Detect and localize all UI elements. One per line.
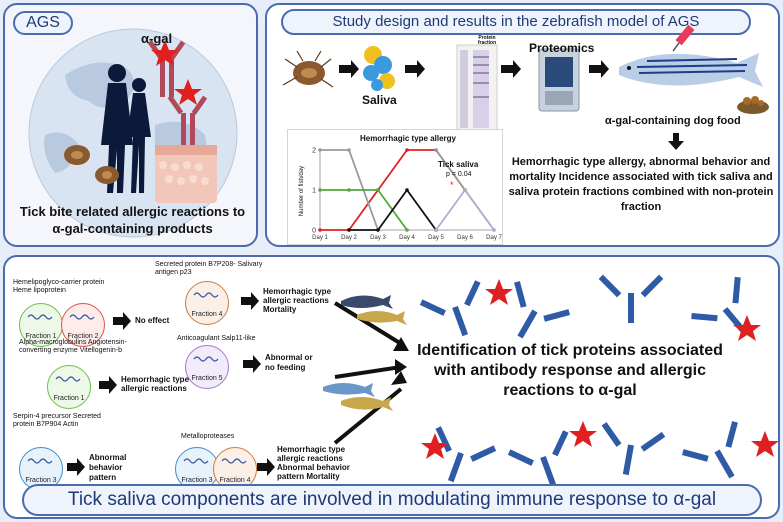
hemorrhagic-text-1: Hemorrhagic type allergic reactions [121,375,190,393]
ags-caption: Tick bite related allergic reactions to … [19,204,246,236]
x-tick-label: Day 4 [399,235,415,241]
alpha-gal-icon [151,40,179,66]
tick-icon [64,145,119,184]
no-effect-text: No effect [135,316,170,325]
fraction-1-label: Fraction 1 [25,333,57,340]
skin-icon [155,145,217,203]
x-tick-label: Day 6 [457,235,473,241]
proteomics-label: Proteomics [529,41,595,55]
identification-text: Identification of tick proteins associat… [417,342,723,399]
fraction-4-label: Fraction 4 [219,477,251,484]
series-point-4 [347,228,351,232]
series-point-5 [492,228,496,232]
series-point-0 [405,148,409,152]
syringe-icon [672,24,695,52]
fraction-4-circle: Fraction 4 [185,281,229,325]
metallo-title: Metalloproteases [181,433,235,440]
fraction-3-label: Fraction 3 [25,477,57,484]
fraction-1-label: Fraction 1 [53,395,85,402]
y-tick-label: 0 [312,228,316,235]
alpha-macro-title: Alpha-macroglobulins Angiotensin-convert… [19,339,127,354]
significance-marker: * [450,180,454,190]
antibody-icons [419,274,747,487]
study-flow [282,24,769,150]
footer-banner: Tick saliva components are involved in m… [22,484,762,516]
series-point-5 [434,228,438,232]
series-point-3 [405,228,409,232]
chart-annotation: Tick saliva [438,160,479,169]
abnormal-feeding-text: Abnormal or no feeding [265,353,313,372]
series-point-1 [318,148,322,152]
fraction-4-label: Fraction 4 [191,311,223,318]
series-point-5 [463,188,467,192]
hemorrhagic-mortality-text: Hemorrhagic type allergic reactions Mort… [263,287,332,314]
series-point-2 [434,148,438,152]
results-text: Hemorrhagic type allergy, abnormal behav… [508,156,774,213]
couple-silhouette-icon [101,64,151,193]
alpha-gal-icon [174,79,202,105]
series-line-4 [349,188,437,231]
chart-title: Hemorrhagic type allergy [359,134,457,143]
dog-food-icon [737,96,769,114]
series-point-0 [318,228,322,232]
mass-spectrometer-icon [538,48,580,112]
secreted-title: Secreted protein B7P208- Salivary antige… [155,261,263,276]
zebrafish-icon [619,53,763,87]
y-tick-label: 2 [312,148,316,155]
y-tick-label: 1 [312,188,316,195]
x-tick-label: Day 7 [486,235,502,241]
x-tick-label: Day 3 [370,235,386,241]
hemorrhagic-all-text: Hemorrhagic type allergic reactions Abno… [277,445,350,481]
zebrafish-icon [323,295,407,411]
fractions-panel: Fraction 1 Fraction 2 Fraction 1 Fractio… [3,255,780,519]
anticoagulant-title: Anticoagulant Salp11-like [177,335,256,342]
series-point-3 [376,188,380,192]
abnormal-behavior-text: Abnormal behavior pattern [89,453,127,482]
ags-title: AGS [13,11,73,35]
tick-icon [282,50,334,88]
study-title: Study design and results in the zebrafis… [281,9,751,35]
saliva-label: Saliva [362,93,397,107]
alpha-gal-icons [421,279,779,459]
series-point-3 [318,188,322,192]
series-point-4 [376,228,380,232]
series-line-5 [435,188,495,231]
chart-ylabel: Number of fish/day [299,165,305,217]
hemelipo-title: Hemelipoglyco-carrier protein Heme lipop… [13,279,105,294]
alpha-gal-label: α-gal [141,31,173,46]
fraction-2-circle: Fraction 2 [61,303,105,347]
fraction-1-circle: Fraction 1 [47,365,91,409]
gel-header: Protein fraction [477,35,497,46]
fraction-2-label: Fraction 2 [67,333,99,340]
series-point-1 [347,148,351,152]
series-point-4 [405,188,409,192]
x-tick-label: Day 5 [428,235,444,241]
study-panel: Study design and results in the zebrafis… [265,3,780,247]
fraction-5-label: Fraction 5 [191,375,223,382]
series-point-3 [347,188,351,192]
x-tick-label: Day 2 [341,235,357,241]
dog-food-label: α-gal-containing dog food [605,115,741,127]
flow-arrows [339,60,684,150]
saliva-molecules-icon [363,46,395,91]
x-tick-label: Day 1 [312,235,328,241]
protein-gel-icon [456,44,498,134]
fractions-arrows [67,274,779,487]
ags-panel: AGS α-gal Tick bite related allergic rea… [3,3,258,247]
fraction-3-label: Fraction 3 [181,477,213,484]
serpin-title: Serpin-4 precursor Secreted protein B7P9… [13,413,101,428]
fraction-5-circle: Fraction 5 [185,345,229,389]
ags-illustration [28,28,238,238]
chart-pvalue: p = 0.04 [446,171,472,178]
